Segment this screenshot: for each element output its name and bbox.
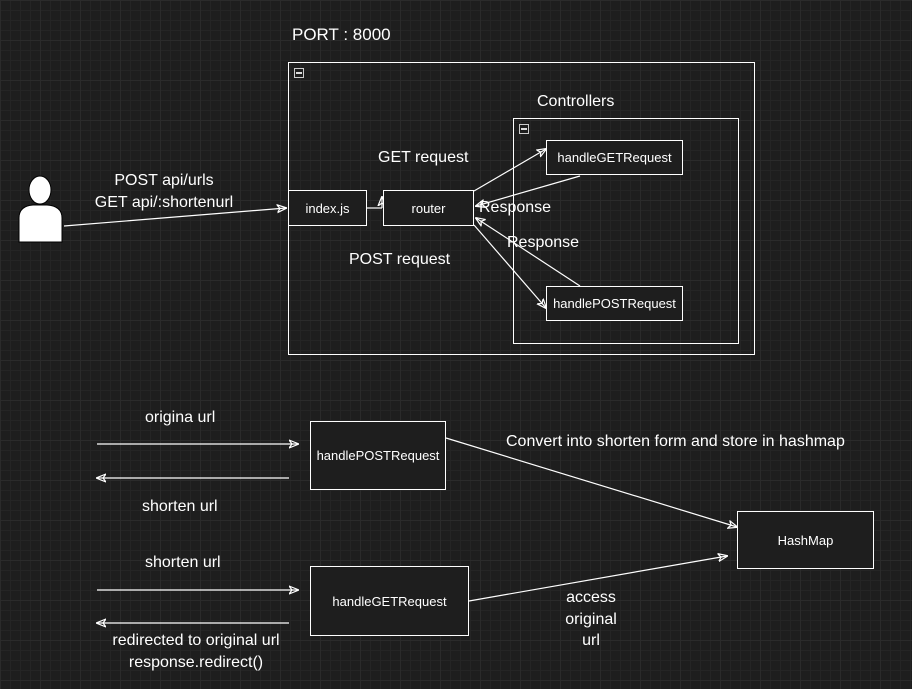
edge-post-response [476,218,581,287]
handle-get-request-node[interactable]: handleGETRequest [546,140,683,175]
shorten-url-out-label: shorten url [142,498,218,515]
response-label-2: Response [507,234,580,251]
redirect-label-line1: redirected to original url [112,632,280,649]
router-node[interactable]: router [383,190,474,226]
edge-get-hashmap [468,556,727,602]
edge-user-index [63,208,286,227]
edge-router-post [473,224,546,308]
access-label-line2: original [565,611,617,628]
handle-post-request-node[interactable]: handlePOSTRequest [546,286,683,321]
access-label-line1: access [566,589,616,606]
hashmap-node[interactable]: HashMap [737,511,874,569]
store-label: Convert into shorten form and store in h… [506,433,845,450]
controllers-container [513,118,739,344]
client-request-post: POST api/urls [114,172,214,189]
shorten-url-in-label: shorten url [145,554,221,571]
port-label: PORT : 8000 [292,25,391,44]
edge-get-response [476,175,581,206]
origina-url-label: origina url [145,409,216,426]
response-label-1: Response [479,199,552,216]
collapse-icon[interactable] [294,68,304,78]
handle-post-request-node-2[interactable]: handlePOSTRequest [310,421,446,490]
redirect-label-line2: response.redirect() [128,654,264,671]
controllers-label: Controllers [537,93,615,110]
access-label-line3: url [582,632,600,649]
user-icon [18,175,63,243]
edge-router-get [473,149,546,192]
post-request-label: POST request [349,251,451,268]
collapse-icon[interactable] [519,124,529,134]
get-request-label: GET request [378,149,469,166]
client-request-get: GET api/:shortenurl [94,194,234,211]
edge-post-hashmap [445,437,737,527]
handle-get-request-node-2[interactable]: handleGETRequest [310,566,469,636]
index-js-node[interactable]: index.js [288,190,367,226]
